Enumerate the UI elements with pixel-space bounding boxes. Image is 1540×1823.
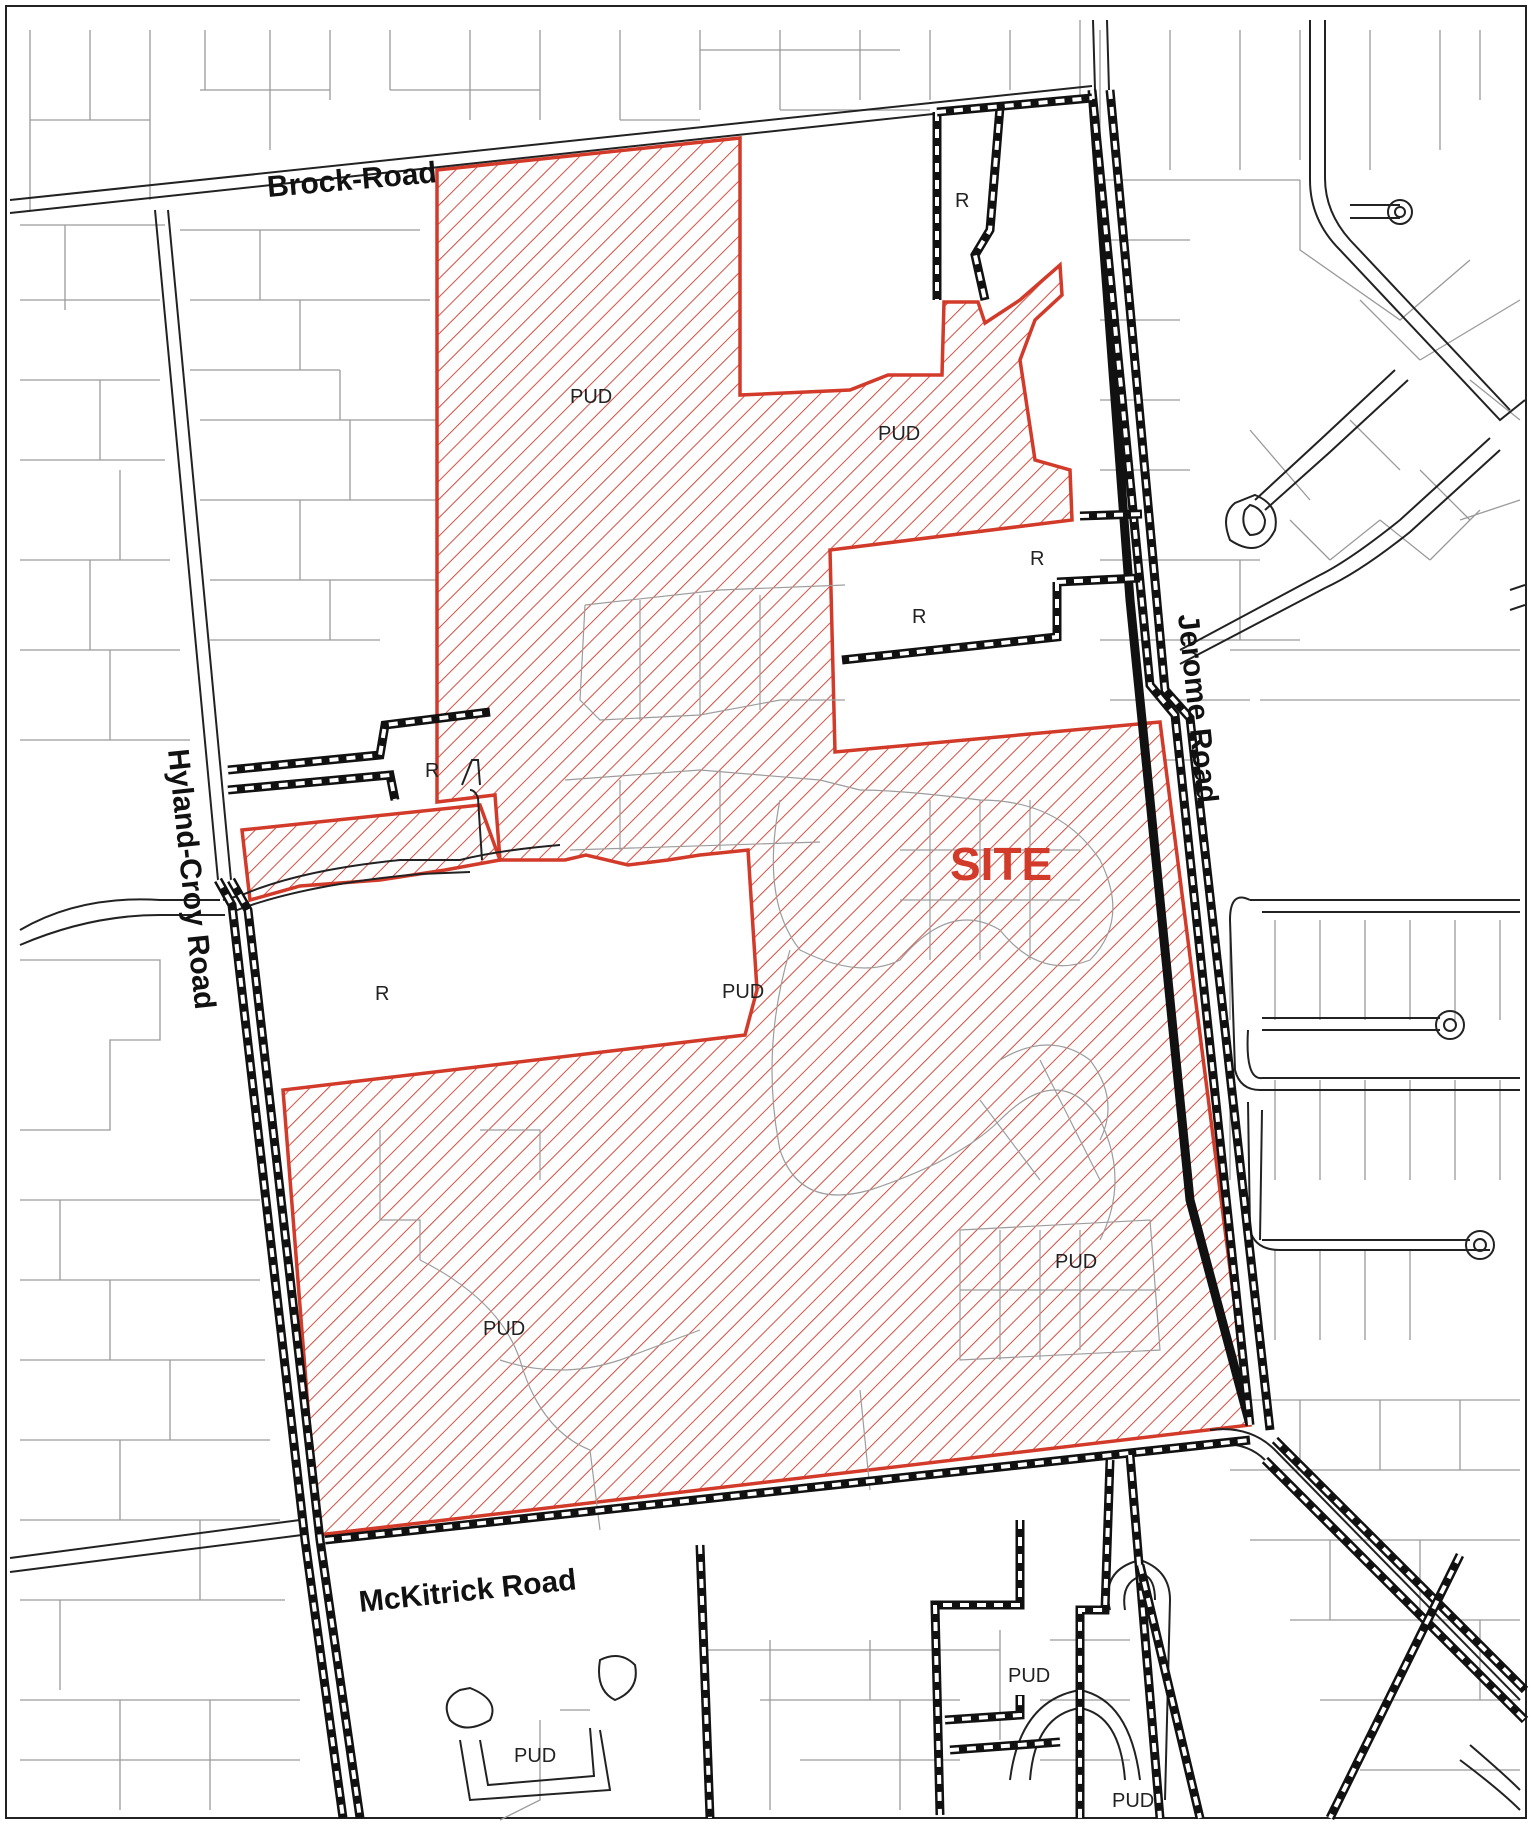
zone-label-r-mid-upper: R — [1030, 548, 1044, 570]
zone-label-pud-bottom-right: PUD — [1112, 1790, 1154, 1812]
internal-streets — [379, 584, 1161, 1531]
site-label: SITE — [950, 838, 1052, 890]
cul-de-sac-east-icon — [1435, 1010, 1465, 1040]
site-north-parcel — [281, 136, 1252, 1537]
cul-de-sac-southeast-icon — [1465, 1230, 1495, 1260]
zone-label-r-west-large: R — [375, 983, 389, 1005]
zone-label-pud-southeast: PUD — [1055, 1251, 1097, 1273]
zone-label-pud-north-west: PUD — [570, 386, 612, 408]
zone-label-r-top: R — [955, 190, 969, 212]
cul-de-sac-north-east-icon — [1387, 199, 1413, 225]
driveway-west-detail — [461, 759, 483, 861]
site-area — [240, 136, 1252, 1537]
zone-label-pud-center: PUD — [722, 981, 764, 1003]
zoning-boundaries — [214, 89, 1529, 1820]
parcel-lines — [20, 20, 1521, 1821]
zone-label-pud-north-east: PUD — [878, 423, 920, 445]
zone-label-r-mid-lower: R — [912, 606, 926, 628]
zone-label-pud-bottom-center: PUD — [1008, 1665, 1050, 1687]
east-subdivision-streets — [1179, 20, 1526, 1260]
zone-label-r-west-small: R — [425, 760, 439, 782]
zone-label-pud-southwest: PUD — [483, 1318, 525, 1340]
zone-label-pud-bottom-left: PUD — [514, 1745, 556, 1767]
